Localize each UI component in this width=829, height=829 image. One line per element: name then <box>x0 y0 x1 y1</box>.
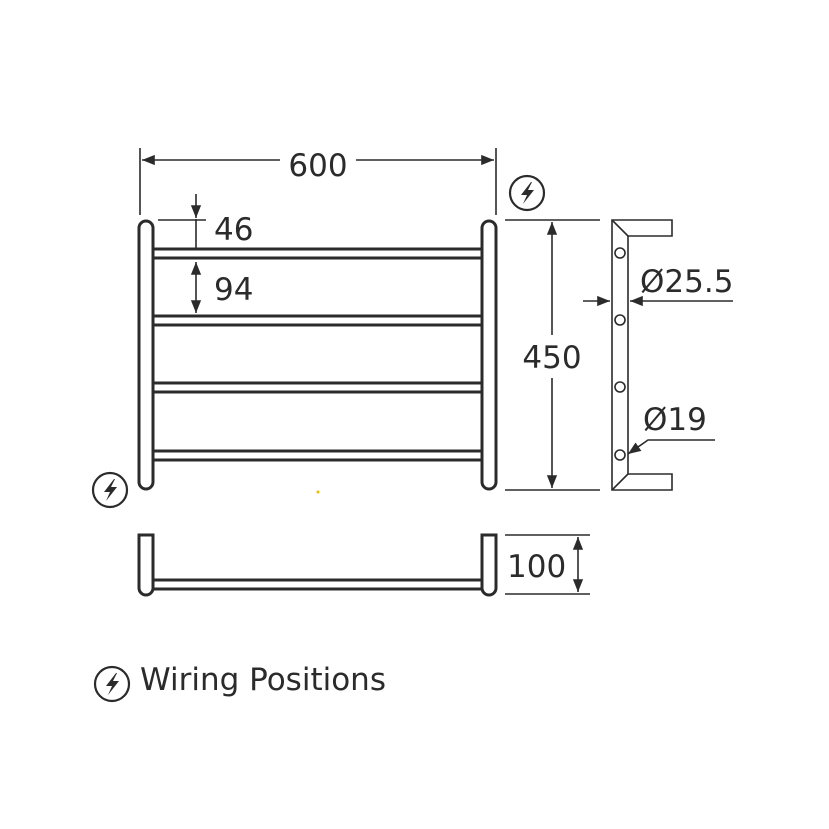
width-label: 600 <box>288 148 347 184</box>
right-end <box>480 533 498 597</box>
bar-section <box>614 381 626 393</box>
top-view: 100 <box>137 533 590 597</box>
wiring-position-icon <box>508 174 546 212</box>
depth-label: 100 <box>507 549 566 585</box>
left-upright <box>137 219 155 491</box>
bar-section <box>614 247 626 259</box>
right-upright <box>480 219 498 491</box>
bevel-line <box>611 219 629 237</box>
height-label: 450 <box>522 340 581 376</box>
offset-label: 46 <box>214 212 253 248</box>
left-end <box>137 533 155 597</box>
legend-label: Wiring Positions <box>140 662 386 698</box>
rail-bar <box>146 449 490 462</box>
bar-diameter-label: Ø19 <box>643 402 707 438</box>
bar-section <box>614 314 626 326</box>
bar-diameter-leader <box>627 439 715 455</box>
wiring-position-icon <box>91 471 129 509</box>
side-view: 450 Ø25.5 Ø19 <box>505 219 733 491</box>
spacing-label: 94 <box>214 272 253 308</box>
rail-bar <box>146 381 490 394</box>
lightning-bolt-icon <box>93 665 131 703</box>
rail-bar <box>146 578 490 591</box>
bevel-line <box>611 473 629 491</box>
rail-bar <box>146 247 490 260</box>
rail-bar <box>146 314 490 327</box>
bar-section <box>614 449 626 461</box>
dot <box>316 490 320 494</box>
front-view: 600 46 94 <box>91 148 546 509</box>
rail-diameter-label: Ø25.5 <box>640 264 733 300</box>
